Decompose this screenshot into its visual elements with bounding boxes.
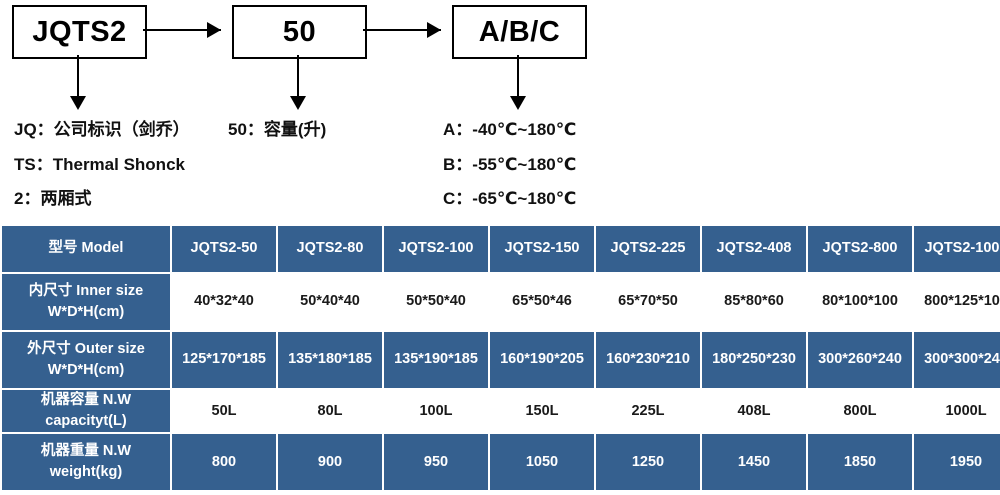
row-label-line1: 内尺寸 Inner size: [28, 282, 144, 299]
table-header-model-6: JQTS2-408: [702, 226, 806, 272]
table-cell-weight-7: 1850: [808, 434, 912, 491]
table-cell-weight-6: 1450: [702, 434, 806, 491]
row-label-line2: W*D*H(cm): [47, 362, 125, 378]
diagram-box-model-label: JQTS2: [32, 15, 127, 48]
arrow-down-icon-3: [510, 96, 526, 110]
row-label-line1: 机器容量 N.W: [40, 392, 132, 408]
table-cell-outer-size-4: 160*190*205: [490, 332, 594, 388]
table-header-model-4: JQTS2-150: [490, 226, 594, 272]
table-cell-inner-size-3: 50*50*40: [384, 274, 488, 330]
row-label-line2: W*D*H(cm): [47, 304, 125, 320]
table-cell-weight-1: 800: [172, 434, 276, 491]
table-cell-capacity-2: 80L: [278, 390, 382, 433]
legend-jq: JQ：公司标识（剑乔）: [14, 120, 190, 139]
table-cell-outer-size-3: 135*190*185: [384, 332, 488, 388]
legend-ts: TS：Thermal Shonck: [14, 155, 185, 174]
table-cell-weight-3: 950: [384, 434, 488, 491]
table-cell-outer-size-5: 160*230*210: [596, 332, 700, 388]
arrow-right-icon-2: [427, 22, 441, 38]
table-cell-inner-size-5: 65*70*50: [596, 274, 700, 330]
table-header-model-5: JQTS2-225: [596, 226, 700, 272]
diagram-box-capacity-label: 50: [282, 15, 317, 48]
table-cell-weight-8: 1950: [914, 434, 1000, 491]
table-header-model-3: JQTS2-100: [384, 226, 488, 272]
table-cell-inner-size-2: 50*40*40: [278, 274, 382, 330]
table-header-model-label: 型号 Model: [2, 226, 170, 272]
table-cell-outer-size-6: 180*250*230: [702, 332, 806, 388]
table-cell-inner-size-7: 80*100*100: [808, 274, 912, 330]
table-cell-inner-size-1: 40*32*40: [172, 274, 276, 330]
table-cell-capacity-7: 800L: [808, 390, 912, 433]
table-cell-capacity-6: 408L: [702, 390, 806, 433]
diagram-box-temperature: A/B/C: [452, 5, 587, 59]
legend-capacity: 50：容量(升): [228, 120, 327, 139]
legend-range-b: B：-55℃~180℃: [443, 155, 577, 174]
legend-range-c: C：-65℃~180℃: [443, 189, 577, 208]
arrow-down-icon-2: [290, 96, 306, 110]
diagram-box-model: JQTS2: [12, 5, 147, 59]
connector-line-vertical-2: [297, 55, 299, 98]
table-cell-inner-size-4: 65*50*46: [490, 274, 594, 330]
table-cell-outer-size-7: 300*260*240: [808, 332, 912, 388]
diagram-box-temperature-label: A/B/C: [478, 15, 561, 48]
connector-line-horizontal-2: [363, 29, 441, 31]
table-cell-capacity-8: 1000L: [914, 390, 1000, 433]
table-cell-inner-size-6: 85*80*60: [702, 274, 806, 330]
table-cell-outer-size-2: 135*180*185: [278, 332, 382, 388]
table-cell-weight-4: 1050: [490, 434, 594, 491]
table-cell-inner-size-8: 800*125*100: [914, 274, 1000, 330]
connector-line-vertical-3: [517, 55, 519, 98]
row-label-line2: capacityt(L): [45, 413, 127, 430]
table-cell-capacity-3: 100L: [384, 390, 488, 433]
table-header-model-8: JQTS2-1000: [914, 226, 1000, 272]
connector-line-horizontal-1: [143, 29, 221, 31]
table-cell-outer-size-8: 300*300*240: [914, 332, 1000, 388]
table-cell-weight-2: 900: [278, 434, 382, 491]
diagram-box-capacity: 50: [232, 5, 367, 59]
legend-two: 2：两厢式: [14, 189, 92, 208]
table-cell-capacity-1: 50L: [172, 390, 276, 433]
table-cell-capacity-5: 225L: [596, 390, 700, 433]
table-header-model-2: JQTS2-80: [278, 226, 382, 272]
arrow-down-icon-1: [70, 96, 86, 110]
row-label-capacity: 机器容量 N.W capacityt(L): [2, 390, 170, 433]
table-cell-outer-size-1: 125*170*185: [172, 332, 276, 388]
legend-range-a: A：-40℃~180℃: [443, 120, 577, 139]
table-cell-weight-5: 1250: [596, 434, 700, 491]
connector-line-vertical-1: [77, 55, 79, 98]
row-label-line1: 机器重量 N.W: [40, 443, 132, 460]
arrow-right-icon-1: [207, 22, 221, 38]
row-label-line2: weight(kg): [49, 464, 123, 481]
table-header-model-1: JQTS2-50: [172, 226, 276, 272]
table-header-model-7: JQTS2-800: [808, 226, 912, 272]
table-cell-capacity-4: 150L: [490, 390, 594, 433]
row-label-line1: 外尺寸 Outer size: [27, 340, 145, 357]
row-label-weight: 机器重量 N.W weight(kg): [2, 434, 170, 491]
model-code-diagram: JQTS2 50 A/B/C JQ：公司标识（剑乔） TS：Thermal Sh…: [0, 0, 1000, 218]
